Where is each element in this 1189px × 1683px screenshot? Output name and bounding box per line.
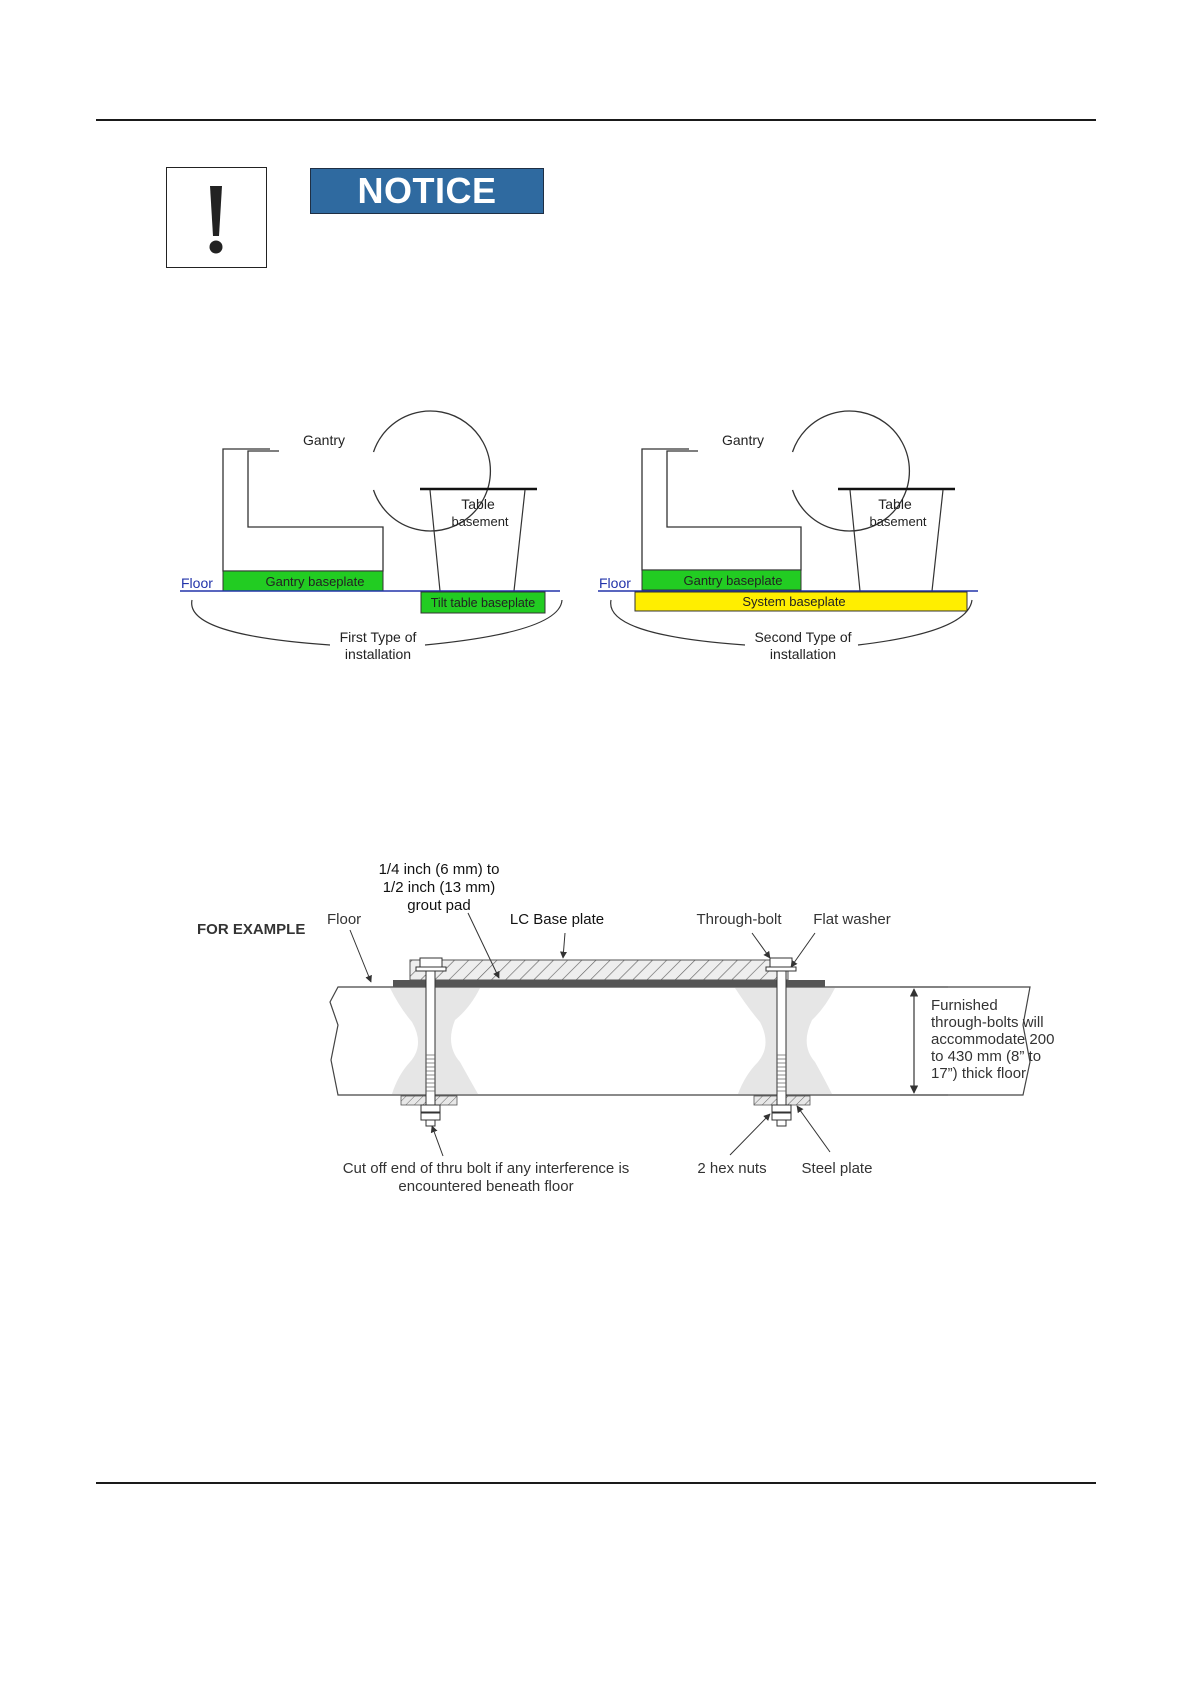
lc-base-plate <box>409 959 789 981</box>
gantry-label: Gantry <box>303 432 345 448</box>
exclamation-icon <box>209 186 223 254</box>
table-basement-outline <box>429 489 526 592</box>
footer-rule <box>96 1482 1096 1484</box>
tilt-table-baseplate <box>420 591 546 614</box>
lc-base-plate-leader <box>560 932 567 959</box>
bolt-floor-label: Floor <box>327 911 361 928</box>
header-rule <box>96 119 1096 121</box>
furnished-label-line3: accommodate 200 <box>931 1031 1054 1048</box>
gantry-outline <box>791 410 910 532</box>
through-bolt-leader <box>751 932 771 959</box>
first-installation-brace <box>191 599 563 646</box>
lc-base-plate-label: LC Base plate <box>510 911 604 928</box>
steel-plate-leader <box>796 1105 831 1153</box>
tilt-table-baseplate-label: Tilt table baseplate <box>431 596 536 610</box>
first-installation-caption-line1: First Type of <box>340 629 417 645</box>
system-baseplate <box>634 591 968 612</box>
cut-off-leader <box>430 1125 444 1157</box>
first-installation-diagram: Gantry Table basement Gantry baseplate F… <box>180 410 563 662</box>
grout-pad-label-line2: 1/2 inch (13 mm) <box>383 879 496 896</box>
gantry-label: Gantry <box>722 432 764 448</box>
second-installation-brace <box>610 599 973 646</box>
cut-off-label-line2: encountered beneath floor <box>398 1178 573 1195</box>
furnished-label-line5: 17”) thick floor <box>931 1065 1026 1082</box>
grout-pad <box>393 980 825 987</box>
second-installation-caption-line1: Second Type of <box>754 629 851 645</box>
grout-pad-leader <box>467 912 500 979</box>
table-basement-outline <box>849 489 944 592</box>
steel-plate-label: Steel plate <box>802 1160 873 1177</box>
gantry-baseplate-label: Gantry baseplate <box>265 574 364 589</box>
hex-nuts-leader <box>729 1113 771 1156</box>
floor-leader <box>349 929 372 983</box>
furnished-label-line4: to 430 mm (8” to <box>931 1048 1041 1065</box>
cut-off-label-line1: Cut off end of thru bolt if any interfer… <box>343 1160 630 1177</box>
floor-label: Floor <box>599 575 631 591</box>
flat-washer-label: Flat washer <box>813 911 891 928</box>
basement-label: basement <box>869 514 926 529</box>
bolt-anchoring-diagram: FOR EXAMPLE Floor 1/4 inch (6 mm) to 1/2… <box>197 861 1054 1195</box>
floor-label: Floor <box>181 575 213 591</box>
table-label: Table <box>461 496 495 512</box>
for-example-label: FOR EXAMPLE <box>197 921 305 938</box>
grout-pad-label-line1: 1/4 inch (6 mm) to <box>379 861 500 878</box>
through-bolt-label: Through-bolt <box>696 911 782 928</box>
first-installation-caption-line2: installation <box>345 646 411 662</box>
hex-nuts-label: 2 hex nuts <box>697 1160 766 1177</box>
notice-banner: NOTICE <box>310 168 544 214</box>
notice-icon-box <box>166 167 267 268</box>
system-baseplate-label: System baseplate <box>742 594 845 609</box>
second-installation-caption-line2: installation <box>770 646 836 662</box>
flat-washer-leader <box>790 932 816 968</box>
second-installation-diagram: Gantry Table basement Gantry baseplate F… <box>598 410 978 662</box>
gantry-baseplate-label: Gantry baseplate <box>683 573 782 588</box>
gantry-baseplate <box>641 569 802 591</box>
furnished-label-line1: Furnished <box>931 997 998 1014</box>
gantry-outline <box>372 410 491 532</box>
gantry-support-outline <box>222 448 384 572</box>
through-bolt-right <box>765 957 797 1127</box>
table-label: Table <box>878 496 912 512</box>
through-bolt-left <box>415 957 447 1127</box>
furnished-label-line2: through-bolts will <box>931 1014 1044 1031</box>
gantry-support-outline <box>641 448 802 571</box>
grout-pad-label-line3: grout pad <box>407 897 470 914</box>
basement-label: basement <box>451 514 508 529</box>
floor-slab <box>329 986 1031 1096</box>
